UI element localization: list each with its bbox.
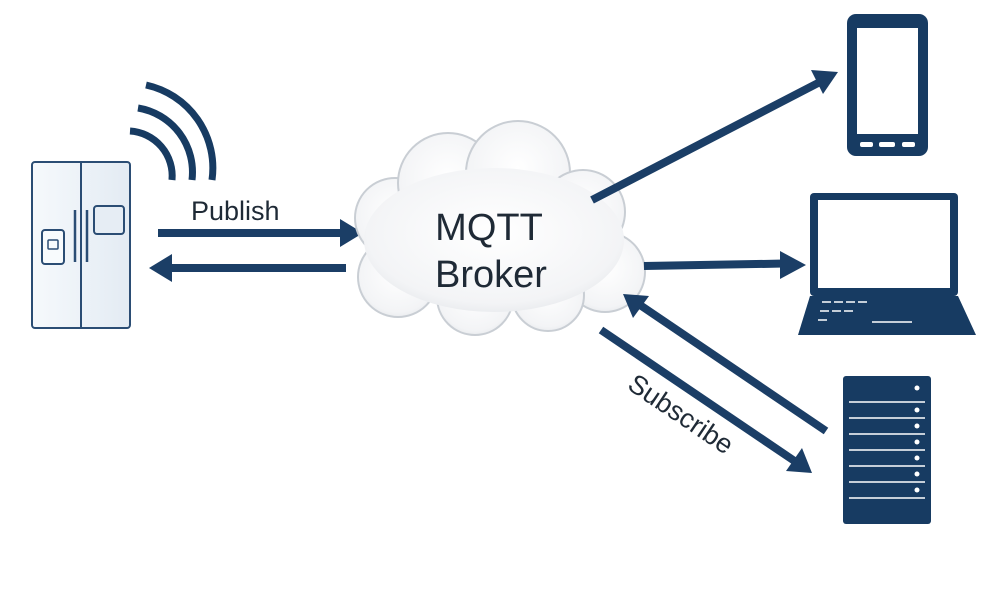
arrow-to-laptop <box>643 251 806 279</box>
publish-arrow <box>158 219 363 247</box>
broker-title-line2: Broker <box>435 254 547 296</box>
return-arrow <box>149 254 346 282</box>
wifi-signal-icon <box>129 81 217 181</box>
broker-title-line1: MQTT <box>435 207 543 249</box>
smartphone-icon <box>847 14 928 156</box>
server-rack-icon <box>843 376 931 524</box>
arrow-to-server <box>598 326 812 473</box>
cloud-icon <box>354 120 646 336</box>
arrow-to-phone <box>590 70 838 204</box>
publish-label: Publish <box>191 196 280 226</box>
subscribe-arrow <box>623 294 829 435</box>
smart-fridge-icon <box>31 161 131 329</box>
laptop-icon <box>798 193 976 335</box>
